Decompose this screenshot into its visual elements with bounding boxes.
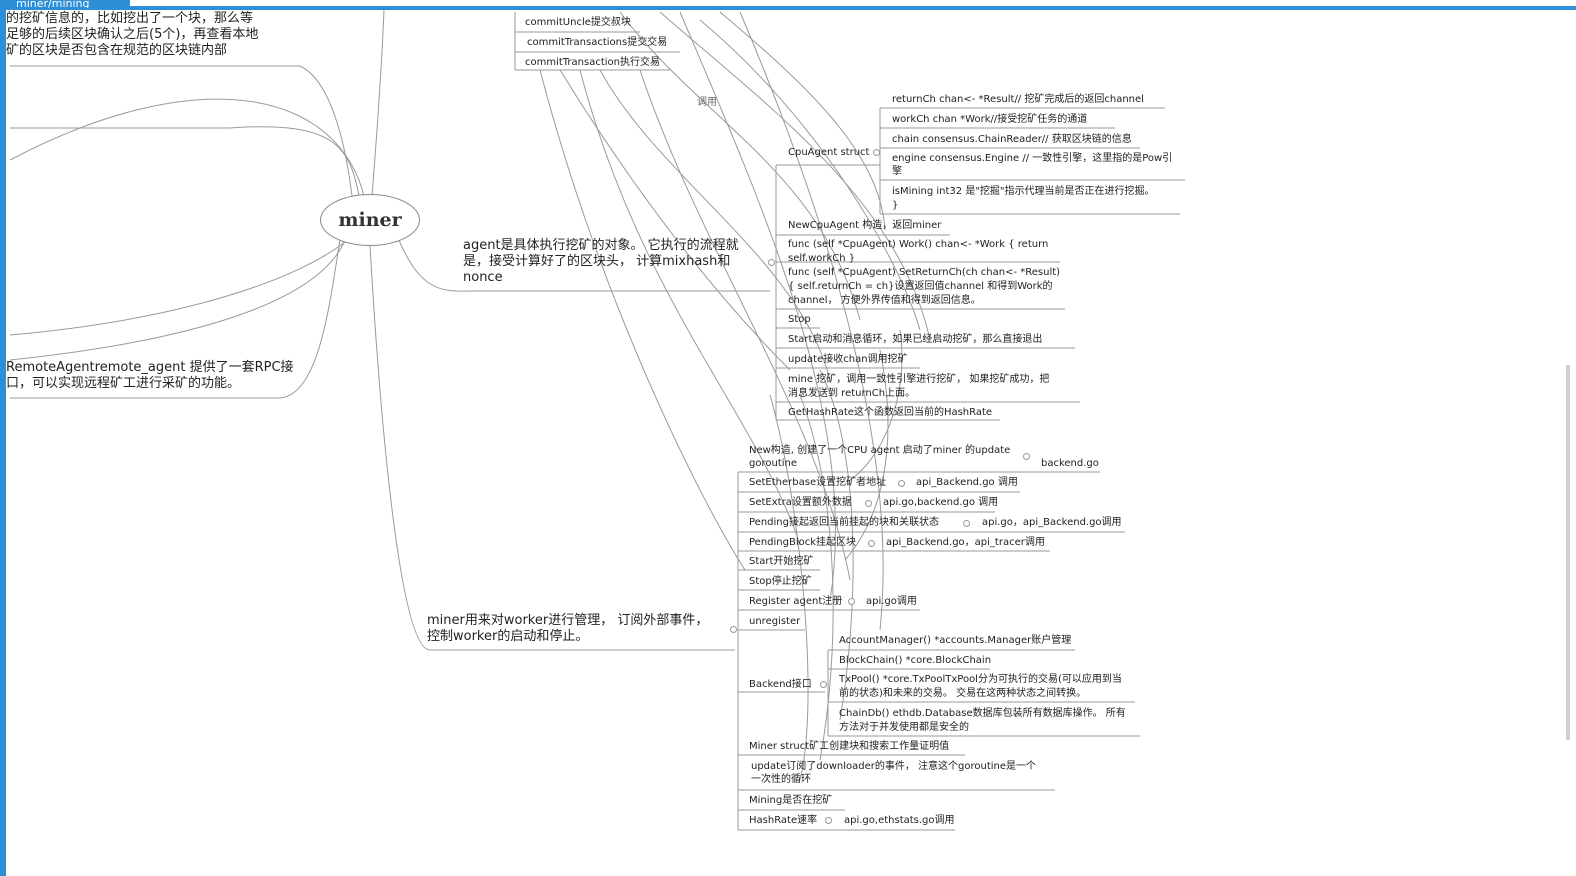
root-label: miner	[338, 209, 402, 231]
mining-node[interactable]: Mining是否在挖矿	[749, 795, 833, 806]
collapse-toggle-icon[interactable]	[868, 540, 875, 547]
backend-chaindb[interactable]: ChainDb() ethdb.Database数据库包装所有数据库操作。 所有	[839, 708, 1126, 719]
document-tab[interactable]: miner/mining	[6, 0, 130, 8]
agent-desc-line[interactable]: 是，接受计算好了的区块头， 计算mixhash和	[463, 254, 731, 269]
field-chain[interactable]: chain consensus.ChainReader// 获取区块链的信息	[892, 134, 1132, 145]
agent-mine-node-cont[interactable]: 消息发送到 returnCh上面。	[788, 388, 916, 399]
register-node[interactable]: Register agent注册	[749, 596, 843, 607]
collapse-toggle-icon[interactable]	[1023, 453, 1030, 460]
left-note-line: 的挖矿信息的，比如挖出了一个块，那么等	[6, 11, 254, 26]
hashrate-note[interactable]: api.go,ethstats.go调用	[844, 815, 955, 826]
collapse-toggle-icon[interactable]	[898, 480, 905, 487]
backend-blockchain[interactable]: BlockChain() *core.BlockChain	[839, 655, 992, 666]
miner-stop-node[interactable]: Stop停止挖矿	[749, 576, 812, 587]
window-frame-top	[0, 6, 1576, 10]
cpu-agent-struct-node[interactable]: CpuAgent struct	[788, 147, 870, 158]
miner-desc-line[interactable]: 控制worker的启动和停止。	[427, 629, 589, 644]
left-note-line: 矿的区块是否包含在规范的区块链内部	[6, 43, 228, 58]
field-returnch[interactable]: returnCh chan<- *Result// 挖矿完成后的返回channe…	[892, 94, 1144, 105]
collapse-toggle-icon[interactable]	[963, 520, 970, 527]
pending-node[interactable]: Pending接起返回当前挂起的块和关联状态	[749, 517, 939, 528]
field-ismining-close[interactable]: }	[892, 200, 899, 211]
backend-account-manager[interactable]: AccountManager() *accounts.Manager账户管理	[839, 635, 1072, 646]
pending-note[interactable]: api.go，api_Backend.go调用	[982, 517, 1122, 528]
miner-update-node-cont[interactable]: 一次性的循环	[751, 774, 811, 785]
commit-transaction-node[interactable]: commitTransaction执行交易	[525, 57, 661, 68]
set-return-ch-node-cont[interactable]: channel， 方便外界传值和得到返回信息。	[788, 295, 981, 306]
field-engine-cont[interactable]: 擎	[892, 166, 902, 177]
commit-uncle-node[interactable]: commitUncle提交叔块	[525, 17, 631, 28]
miner-new-note[interactable]: backend.go	[1041, 458, 1099, 469]
collapse-toggle-icon[interactable]	[848, 598, 855, 605]
collapse-toggle-icon[interactable]	[820, 681, 827, 688]
remote-agent-line: RemoteAgentremote_agent 提供了一套RPC接	[6, 360, 294, 375]
collapse-toggle-icon[interactable]	[730, 626, 737, 633]
miner-struct-node[interactable]: Miner struct矿工创建块和搜索工作量证明值	[749, 741, 950, 752]
set-extra-note[interactable]: api.go,backend.go 调用	[883, 497, 999, 508]
backend-txpool-cont[interactable]: 前的状态)和未来的交易。 交易在这两种状态之间转换。	[839, 688, 1087, 699]
call-label: 调用	[697, 97, 717, 108]
set-etherbase-note[interactable]: api_Backend.go 调用	[916, 477, 1018, 488]
collapse-toggle-icon[interactable]	[825, 817, 832, 824]
field-engine[interactable]: engine consensus.Engine // 一致性引擎，这里指的是Po…	[892, 153, 1173, 164]
miner-update-node[interactable]: update订阅了downloader的事件， 注意这个goroutine是一个	[751, 761, 1037, 772]
vertical-scrollbar[interactable]	[1566, 365, 1570, 740]
pending-block-node[interactable]: PendingBlock挂起区块	[749, 537, 857, 548]
register-note[interactable]: api.go调用	[866, 596, 917, 607]
root-node[interactable]: miner	[320, 194, 420, 246]
pending-block-note[interactable]: api_Backend.go，api_tracer调用	[886, 537, 1045, 548]
agent-stop-node[interactable]: Stop	[788, 314, 811, 325]
unregister-node[interactable]: unregister	[749, 616, 801, 627]
agent-start-node[interactable]: Start启动和消息循环，如果已经启动挖矿，那么直接退出	[788, 334, 1043, 345]
set-return-ch-node-cont[interactable]: { self.returnCh = ch}设置返回值channel 和得到Wor…	[788, 281, 1053, 292]
window-frame-left	[0, 0, 6, 876]
left-note-line: 足够的后续区块确认之后(5个)，再查看本地	[6, 27, 259, 42]
miner-new-node[interactable]: New构造, 创建了一个CPU agent 启动了miner 的update	[749, 445, 1011, 456]
set-etherbase-node[interactable]: SetEtherbase设置挖矿者地址	[749, 477, 887, 488]
tab-title: miner/mining	[16, 0, 90, 8]
hashrate-node[interactable]: HashRate速率	[749, 815, 818, 826]
agent-desc-line[interactable]: agent是具体执行挖矿的对象。 它执行的流程就	[463, 238, 739, 253]
set-extra-node[interactable]: SetExtra设置额外数据	[749, 497, 852, 508]
backend-node[interactable]: Backend接口	[749, 679, 812, 690]
miner-new-node-cont[interactable]: goroutine	[749, 458, 798, 469]
collapse-toggle-icon[interactable]	[865, 500, 872, 507]
collapse-toggle-icon[interactable]	[768, 259, 775, 266]
work-func-node-cont[interactable]: self.workCh }	[788, 253, 856, 264]
field-ismining[interactable]: isMining int32 是"挖掘"指示代理当前是否正在进行挖掘。	[892, 186, 1155, 197]
field-workch[interactable]: workCh chan *Work//接受挖矿任务的通道	[892, 114, 1088, 125]
backend-chaindb-cont[interactable]: 方法对于并发使用都是安全的	[839, 722, 969, 733]
get-hashrate-node[interactable]: GetHashRate这个函数返回当前的HashRate	[788, 407, 993, 418]
miner-start-node[interactable]: Start开始挖矿	[749, 556, 814, 567]
new-cpu-agent-node[interactable]: NewCpuAgent 构造，返回miner	[788, 220, 942, 231]
collapse-toggle-icon[interactable]	[873, 149, 880, 156]
agent-update-node[interactable]: update接收chan调用挖矿	[788, 354, 908, 365]
set-return-ch-node[interactable]: func (self *CpuAgent) SetReturnCh(ch cha…	[788, 267, 1061, 278]
agent-mine-node[interactable]: mine 挖矿，调用一致性引擎进行挖矿， 如果挖矿成功，把	[788, 374, 1050, 385]
agent-desc-line[interactable]: nonce	[463, 270, 503, 285]
backend-txpool[interactable]: TxPool() *core.TxPoolTxPool分为可执行的交易(可以应用…	[839, 674, 1122, 685]
work-func-node[interactable]: func (self *CpuAgent) Work() chan<- *Wor…	[788, 239, 1049, 250]
commit-transactions-node[interactable]: commitTransactions提交交易	[527, 37, 668, 48]
remote-agent-line: 口，可以实现远程矿工进行采矿的功能。	[6, 376, 241, 391]
miner-desc-line[interactable]: miner用来对worker进行管理， 订阅外部事件，	[427, 613, 709, 628]
